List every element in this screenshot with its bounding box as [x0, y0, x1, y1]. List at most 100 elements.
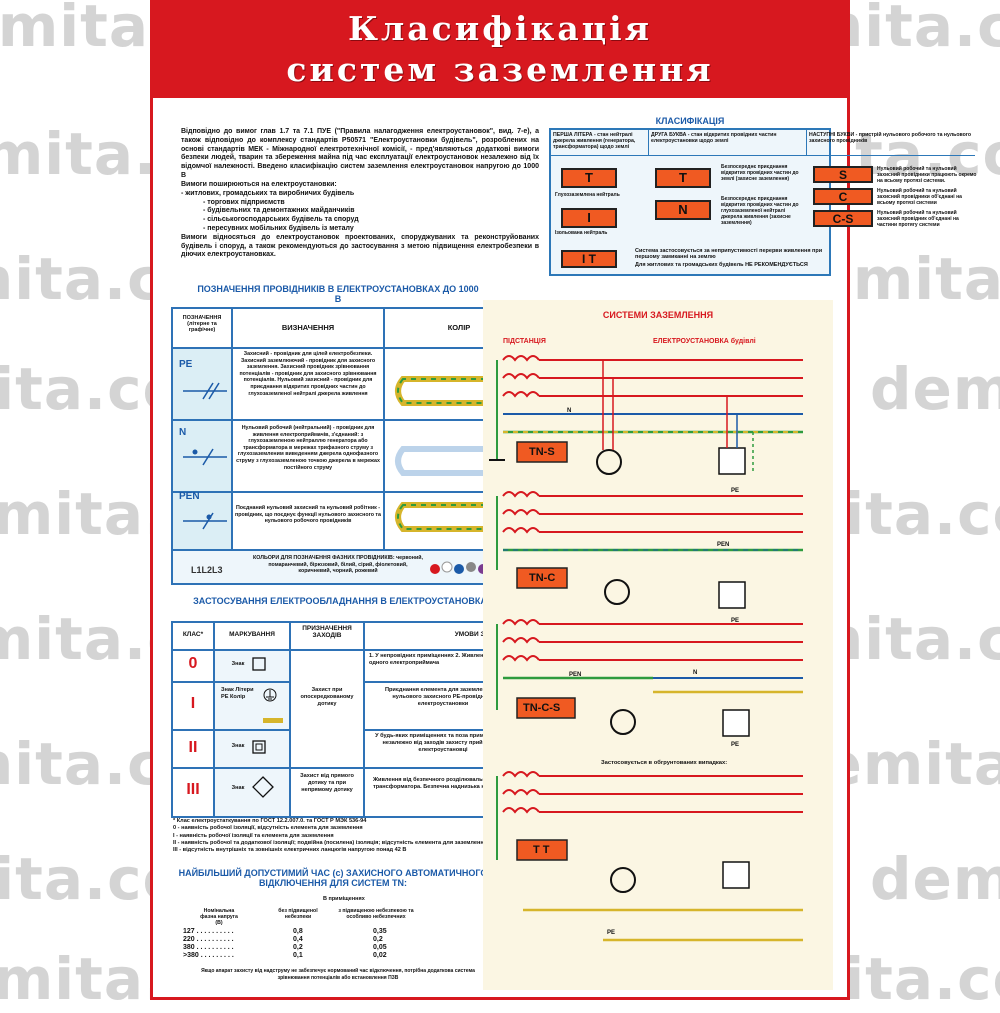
- col-protection: ПРИЗНАЧЕННЯ ЗАХОДІВ: [302, 625, 352, 640]
- mark-II: Знак: [231, 743, 245, 749]
- poster-title: Класифікація систем заземлення: [286, 8, 714, 89]
- label-installation: ЕЛЕКТРОУСТАНОВКА будівлі: [653, 338, 756, 345]
- tile-C: C: [813, 188, 873, 205]
- label-n: N: [693, 670, 698, 676]
- cond-I: Приєднання елемента для заземлення до ну…: [384, 687, 502, 707]
- mark-III: Знак: [231, 785, 245, 791]
- desc-C-S: Нульовий робочий та нульовий захисний пр…: [877, 210, 959, 229]
- times-row-b: 0,35: [373, 928, 387, 935]
- label-pe-2: PE: [731, 618, 740, 624]
- note-it-2: Для житлових та громадських будівель НЕ …: [635, 262, 808, 268]
- footnote-line: I - наявність робочої ізоляції та елемен…: [173, 832, 334, 839]
- times-col-dangerous: з підвищеною небезпекою та особливо небе…: [338, 908, 414, 920]
- footnote: * Клас електроустаткування по ГОСТ 12.2.…: [173, 818, 603, 854]
- times-col-voltage: Номінальна фазна напруга (В): [200, 908, 238, 926]
- grounding-diagrams: [489, 355, 803, 942]
- tile-S: S: [813, 166, 873, 183]
- col-marking: МАРКУВАННЯ: [229, 631, 275, 638]
- header-first-letter: ПЕРША ЛІТЕРА - стан нейтралі джерела жив…: [551, 130, 649, 156]
- times-row-a: 0,2: [293, 944, 303, 951]
- desc-S: Нульовий робочий та нульовий захисний пр…: [877, 166, 977, 185]
- equipment-title: ЗАСТОСУВАННЯ ЕЛЕКТРООБЛАДНАННЯ В ЕЛЕКТРО…: [193, 596, 493, 606]
- label-grounded-neutral: Глухозаземлена нейтраль: [555, 192, 620, 198]
- grounding-systems-panel: СИСТЕМИ ЗАЗЕМЛЕННЯ ПІДСТАНЦІЯ ЕЛЕКТРОУСТ…: [483, 300, 833, 990]
- times-row-v: 220 . . . . . . . . . .: [183, 936, 234, 943]
- tile-IT: I T: [561, 250, 617, 268]
- label-substation: ПІДСТАНЦІЯ: [503, 338, 546, 345]
- footnote-line: III - відсутність внутрішніх та зовнішні…: [173, 847, 407, 854]
- label-n-2: N: [567, 408, 572, 414]
- label-isolated-neutral: Ізольована нейтраль: [555, 230, 608, 236]
- times-row-b: 0,2: [373, 936, 383, 943]
- class-III: III: [186, 781, 200, 798]
- class-0: 0: [188, 655, 198, 672]
- label-pen-1: PEN: [717, 542, 730, 548]
- desc-PE: Захисний - провідник для цілей електробе…: [239, 351, 377, 397]
- col-class: КЛАС*: [182, 631, 204, 638]
- col-definition: ВИЗНАЧЕННЯ: [281, 323, 335, 332]
- intro-text: Відповідно до вимог глав 1.7 та 7.1 ПУЕ …: [181, 128, 539, 260]
- desc-C: Нульовий робочий та нульовий захисний пр…: [877, 188, 962, 207]
- intro-paragraph: Відповідно до вимог глав 1.7 та 7.1 ПУЕ …: [181, 128, 539, 180]
- times-row-v: >380 . . . . . . . . .: [183, 952, 234, 959]
- intro-list-item: - пересувних мобільних будівель із метал…: [203, 224, 354, 232]
- classification-title: КЛАСИФІКАЦІЯ: [655, 116, 725, 126]
- times-subtitle: В приміщеннях: [323, 896, 365, 902]
- watermark: demita.com.ua: [870, 845, 1000, 913]
- watermark: demita.com.ua: [870, 355, 1000, 423]
- times-row-a: 0,8: [293, 928, 303, 935]
- footnote-line: II - наявність робочої та додаткової ізо…: [173, 839, 488, 846]
- badge-TN-S: TN-S: [529, 446, 555, 458]
- label-pen-2: PEN: [569, 672, 582, 678]
- protection-III: Захист від прямого дотику та при непрямо…: [300, 773, 354, 793]
- class-II: II: [188, 739, 198, 756]
- tile-I: I: [561, 208, 617, 228]
- times-row-v: 380 . . . . . . . . . .: [183, 944, 234, 951]
- tile-N: N: [655, 200, 711, 220]
- header-next-letters: НАСТУПНІ БУКВИ - пристрій нульового робо…: [807, 130, 975, 156]
- equipment-symbols: [252, 657, 283, 798]
- label-PEN: PEN: [179, 491, 200, 502]
- label-pe-4: PE: [607, 930, 616, 936]
- label-N: N: [179, 427, 187, 438]
- col-designation: ПОЗНАЧЕННЯ (літерне та графічне): [182, 315, 222, 333]
- intro-paragraph: Вимоги відносяться до електроустановок п…: [181, 233, 539, 259]
- conductors-table: ПОЗНАЧЕННЯ (літерне та графічне) ВИЗНАЧЕ…: [171, 307, 535, 585]
- label-pe-1: PE: [731, 488, 740, 494]
- desc-N: Нульовий робочий (нейтральний) - провідн…: [236, 425, 380, 471]
- times-row-b: 0,02: [373, 952, 387, 959]
- cond-III: Живлення від безпечного розділювального …: [373, 777, 504, 790]
- cond-II: У будь-яких приміщеннях та поза приміщен…: [375, 733, 511, 753]
- badge-TN-C-S: TN-C-S: [523, 702, 561, 714]
- times-row-v: 127 . . . . . . . . . .: [183, 928, 234, 935]
- intro-line: Вимоги поширюються на електроустановки:: [181, 180, 337, 188]
- conductor-icons: [183, 376, 519, 574]
- title-banner: Класифікація систем заземлення: [153, 0, 847, 98]
- intro-line: - житлових, громадських та виробничих бу…: [181, 189, 355, 197]
- times-row-a: 0,1: [293, 952, 303, 959]
- mark-0: Знак: [231, 661, 245, 667]
- class-I: I: [190, 695, 196, 712]
- times-title: НАЙБІЛЬШИЙ ДОПУСТИМИЙ ЧАС (с) ЗАХИСНОГО …: [178, 868, 488, 889]
- phase-colours-text: КОЛЬОРИ ДЛЯ ПОЗНАЧЕННЯ ФАЗНИХ ПРОВІДНИКІ…: [253, 555, 423, 575]
- desc-T2: Безпосереднє приєднання відкритих провід…: [721, 164, 799, 183]
- badge-TT: T T: [533, 844, 550, 856]
- times-row-a: 0,4: [293, 936, 303, 943]
- label-phases: L1L2L3: [191, 565, 223, 575]
- header-second-letter: ДРУГА БУКВА - стан відкритих провідних ч…: [649, 130, 807, 156]
- intro-list-item: - будівельних та демонтажних майданчиків: [203, 207, 355, 215]
- times-note: Якщо апарат захисту від надструму не заб…: [201, 968, 475, 981]
- label-pe-3: PE: [731, 742, 740, 748]
- footnote-line: 0 - наявність робочої ізоляції, відсутні…: [173, 825, 363, 832]
- intro-list-item: - сільськогосподарських будівель та спор…: [203, 216, 359, 224]
- desc-N: Безпосереднє приєднання відкритих провід…: [721, 196, 799, 227]
- conductors-title: ПОЗНАЧЕННЯ ПРОВІДНИКІВ В ЕЛЕКТРОУСТАНОВК…: [197, 284, 479, 305]
- times-col-normal: без підвищеної небезпеки: [278, 908, 318, 920]
- systems-title: СИСТЕМИ ЗАЗЕМЛЕННЯ: [602, 310, 714, 320]
- note-it-1: Система застосовується за неприпустимост…: [635, 248, 823, 260]
- poster: Класифікація систем заземлення Відповідн…: [150, 0, 977, 1000]
- mark-I: Знак Літери PE Колір: [221, 687, 254, 700]
- tile-C-S: C-S: [813, 210, 873, 227]
- diagram-note: Застосовується в обгрунтованих випадках:: [601, 760, 728, 766]
